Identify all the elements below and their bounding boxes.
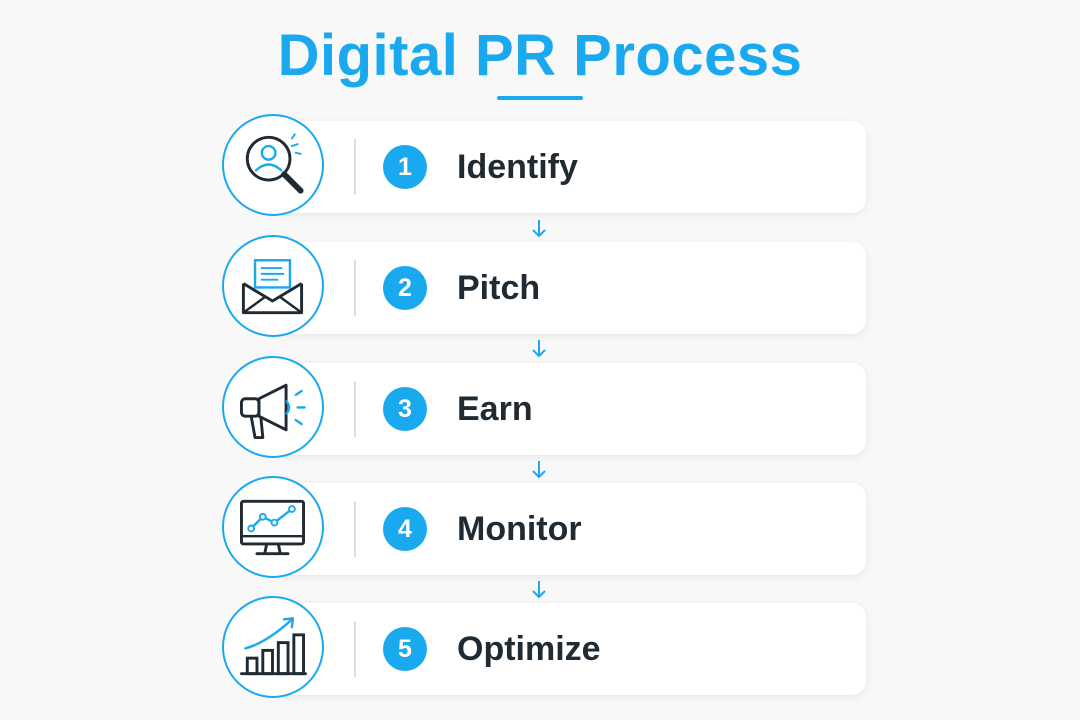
step-divider xyxy=(354,621,356,677)
arrow-down-icon xyxy=(532,340,546,358)
step-monitor: 4 Monitor xyxy=(218,474,868,584)
step-label: Optimize xyxy=(457,630,601,668)
step-divider xyxy=(354,139,356,195)
step-identify: 1 Identify xyxy=(218,112,868,222)
step-card xyxy=(270,363,866,455)
search-person-icon xyxy=(222,114,324,216)
step-card xyxy=(270,121,866,213)
envelope-icon xyxy=(222,235,324,337)
step-number-badge: 5 xyxy=(383,627,427,671)
title-underline xyxy=(497,96,583,100)
step-pitch: 2 Pitch xyxy=(218,233,868,343)
growth-chart-icon xyxy=(222,596,324,698)
step-label: Earn xyxy=(457,390,533,428)
arrow-down-icon xyxy=(532,581,546,599)
step-label: Pitch xyxy=(457,269,541,307)
megaphone-icon xyxy=(222,356,324,458)
step-earn: 3 Earn xyxy=(218,354,868,464)
step-number-badge: 2 xyxy=(383,266,427,310)
page-title: Digital PR Process xyxy=(277,23,803,88)
arrow-down-icon xyxy=(532,220,546,238)
step-label: Identify xyxy=(457,148,578,186)
step-divider xyxy=(354,381,356,437)
step-optimize: 5 Optimize xyxy=(218,594,868,704)
step-divider xyxy=(354,260,356,316)
step-card xyxy=(270,483,866,575)
step-card xyxy=(270,242,866,334)
arrow-down-icon xyxy=(532,461,546,479)
step-number-badge: 3 xyxy=(383,387,427,431)
step-label: Monitor xyxy=(457,510,582,548)
step-number-badge: 4 xyxy=(383,507,427,551)
monitor-chart-icon xyxy=(222,476,324,578)
step-number-badge: 1 xyxy=(383,145,427,189)
step-card xyxy=(270,603,866,695)
step-divider xyxy=(354,501,356,557)
